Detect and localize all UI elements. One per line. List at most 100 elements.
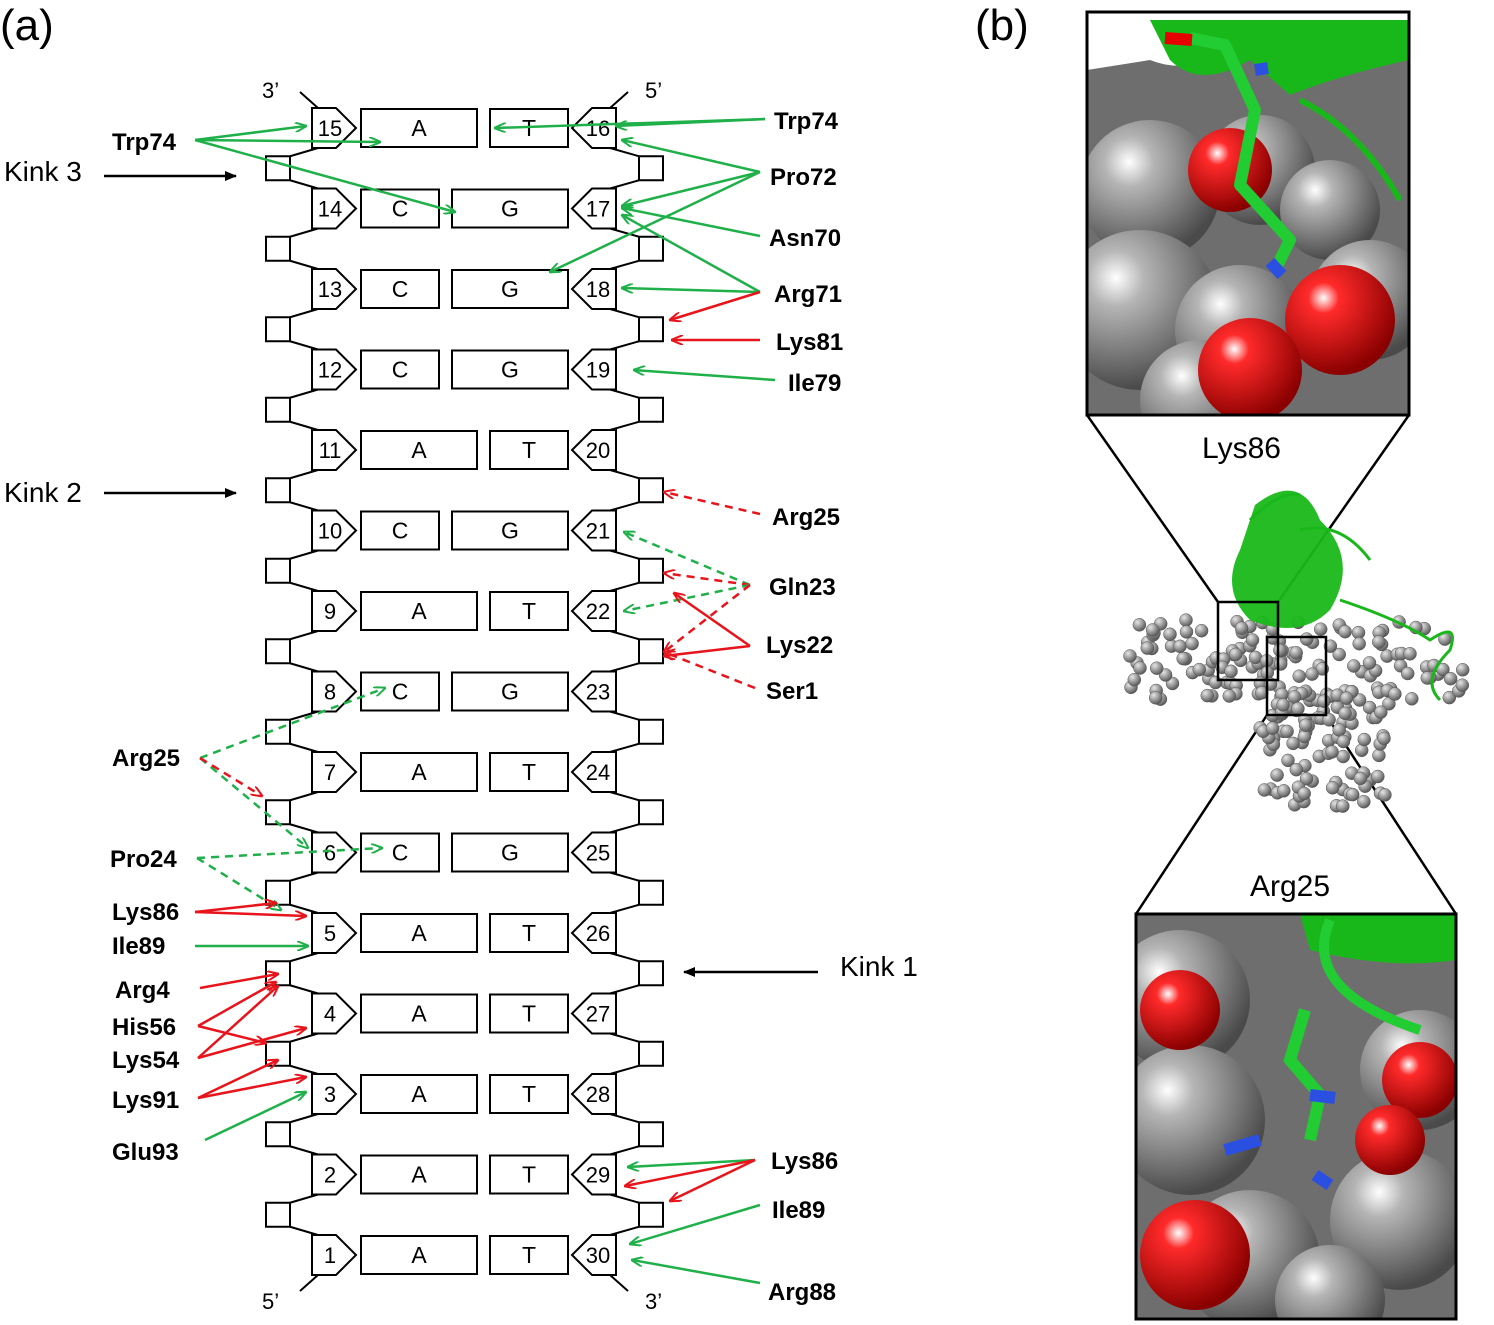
residue-left-glu93: Glu93 xyxy=(112,1139,179,1166)
phosphate-square-right xyxy=(638,235,664,262)
base-letter-right: G xyxy=(501,840,519,866)
strand-end-top-left: 3’ xyxy=(262,78,279,103)
interaction-arrow xyxy=(622,288,761,292)
residue-left-ile89: Ile89 xyxy=(112,933,165,960)
interaction-arrow xyxy=(625,1158,756,1186)
base-rect-left xyxy=(360,752,478,792)
phosphate-square-left xyxy=(265,960,291,987)
sugar-pentagon-right xyxy=(570,670,617,713)
sugar-pentagon-right xyxy=(570,1153,617,1196)
nucleotide-number-left: 14 xyxy=(318,197,342,222)
sugar-pentagon-left xyxy=(311,1153,358,1196)
interaction-arrow xyxy=(197,1060,278,1100)
nucleotide-number-right: 24 xyxy=(586,760,610,785)
nucleotide-number-left: 6 xyxy=(324,841,336,866)
phosphate-square-right xyxy=(638,799,664,826)
residue-right-ser1: Ser1 xyxy=(766,678,818,705)
base-rect-right xyxy=(451,671,569,712)
interaction-arrow xyxy=(199,688,385,760)
sugar-pentagon-right xyxy=(570,751,617,793)
phosphate-square-right xyxy=(638,960,664,987)
residue-left-trp74: Trp74 xyxy=(112,129,177,156)
interaction-arrow xyxy=(196,848,382,860)
zoom-label-arg25: Arg25 xyxy=(1250,870,1330,903)
nucleotide-number-right: 22 xyxy=(586,599,610,624)
residue-right-ile89: Ile89 xyxy=(772,1197,825,1224)
sugar-pentagon-right xyxy=(570,107,617,149)
phosphate-square-left xyxy=(265,1040,291,1067)
nucleotide-number-left: 8 xyxy=(324,680,336,705)
sugar-pentagon-left xyxy=(311,1073,358,1115)
phosphate-square-right xyxy=(638,638,664,665)
sugar-pentagon-left xyxy=(311,429,358,471)
base-rect-right xyxy=(489,913,569,953)
residue-right-arg88: Arg88 xyxy=(768,1279,836,1306)
interaction-arrow xyxy=(199,974,278,990)
base-letter-right: G xyxy=(501,679,519,705)
interaction-arrow xyxy=(194,912,306,916)
base-letter-left: A xyxy=(411,115,427,141)
sugar-pentagon-right xyxy=(570,831,617,874)
sugar-pentagon-right xyxy=(570,912,617,954)
residue-right-trp74: Trp74 xyxy=(774,108,839,135)
residue-right-pro72: Pro72 xyxy=(770,164,837,191)
base-rect-right xyxy=(489,1154,569,1195)
sugar-pentagon-left xyxy=(311,348,358,391)
residue-right-lys86: Lys86 xyxy=(771,1148,838,1175)
interaction-arrow xyxy=(194,903,276,914)
nucleotide-number-right: 29 xyxy=(586,1163,610,1188)
nucleotide-number-left: 10 xyxy=(318,519,342,544)
base-rect-right xyxy=(489,591,569,631)
phosphate-square-left xyxy=(265,557,291,584)
base-rect-right xyxy=(489,993,569,1034)
interaction-arrow xyxy=(624,532,751,587)
phosphate-square-left xyxy=(265,235,291,262)
interaction-arrow xyxy=(670,290,761,320)
interaction-arrow xyxy=(664,492,761,516)
sugar-pentagon-left xyxy=(311,509,358,552)
interaction-arrow xyxy=(495,117,766,128)
residue-right-asn70: Asn70 xyxy=(769,225,841,252)
interaction-arrow xyxy=(197,1077,306,1100)
nucleotide-number-left: 7 xyxy=(324,760,336,785)
nucleotide-number-left: 9 xyxy=(324,599,336,624)
nucleotide-number-right: 19 xyxy=(586,358,610,383)
base-rect-left xyxy=(360,349,440,390)
phosphate-square-left xyxy=(265,799,291,826)
interaction-arrow xyxy=(194,138,455,212)
interaction-arrow xyxy=(624,583,751,611)
panel-b: Lys86 Arg25 xyxy=(1085,10,1470,1321)
base-letter-right: T xyxy=(522,1242,536,1268)
sugar-pentagon-right xyxy=(570,509,617,552)
residue-left-pro24: Pro24 xyxy=(110,846,177,873)
base-rect-right xyxy=(489,752,569,792)
base-letter-left: C xyxy=(392,518,409,544)
phosphate-square-right xyxy=(638,718,664,745)
interaction-arrow xyxy=(622,170,761,206)
sugar-pentagon-right xyxy=(570,1073,617,1115)
residue-right-ile79: Ile79 xyxy=(788,370,841,397)
interaction-arrow xyxy=(204,1092,306,1142)
base-letter-right: T xyxy=(522,437,536,463)
base-rect-right xyxy=(451,269,569,309)
interaction-arrow xyxy=(628,1158,756,1167)
sugar-pentagon-right xyxy=(570,429,617,471)
interaction-arrow xyxy=(199,757,308,848)
interaction-arrow xyxy=(634,370,776,382)
phosphate-square-right xyxy=(638,557,664,584)
interaction-arrow xyxy=(622,208,761,238)
phosphate-square-right xyxy=(638,396,664,423)
phosphate-square-left xyxy=(265,638,291,665)
sugar-pentagon-left xyxy=(311,992,358,1035)
sugar-pentagon-right xyxy=(570,1234,617,1276)
base-letter-right: G xyxy=(501,196,519,222)
kink-2: Kink 2 xyxy=(4,477,237,508)
base-rect-left xyxy=(360,993,478,1034)
interaction-arrow xyxy=(622,140,761,174)
nucleotide-number-right: 27 xyxy=(586,1002,610,1027)
base-letter-left: A xyxy=(411,1001,427,1027)
